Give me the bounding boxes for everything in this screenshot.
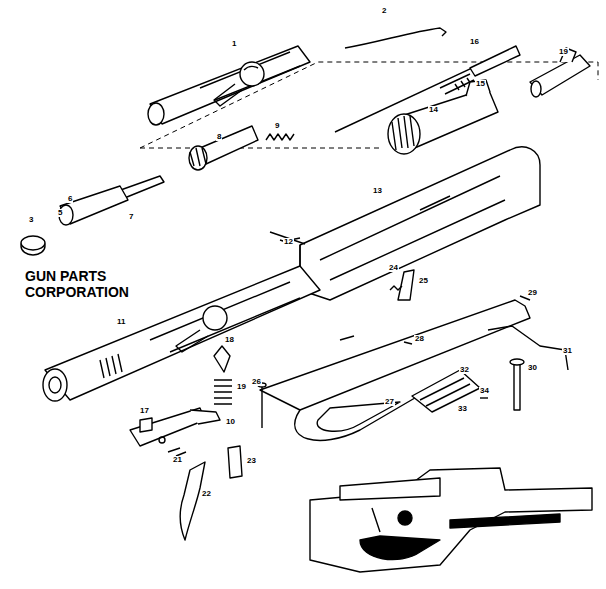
callout-number: 33	[457, 405, 468, 413]
callout-number: 26	[251, 378, 262, 386]
callout-number: 5	[57, 209, 63, 217]
callout-number: 19	[236, 383, 247, 391]
callout-number: 12	[283, 238, 294, 246]
callout-number: 29	[527, 289, 538, 297]
callout-number: 31	[562, 347, 573, 355]
callout-number: 9	[274, 122, 280, 130]
callout-number: 15	[475, 80, 486, 88]
callout-number: 34	[479, 387, 490, 395]
callout-number: 25	[418, 277, 429, 285]
callout-number: 11	[116, 318, 126, 326]
callout-number: 30	[527, 364, 538, 372]
callout-number: 17	[139, 407, 150, 415]
callout-number: 7	[128, 213, 134, 221]
callout-number: 24	[388, 264, 399, 272]
callout-number: 19	[558, 48, 569, 56]
callout-number: 13	[372, 187, 383, 195]
callout-number: 18	[224, 336, 235, 344]
callout-number: 27	[384, 398, 395, 406]
callout-number: 10	[225, 418, 236, 426]
callout-number: 32	[459, 366, 470, 374]
callout-number: 21	[172, 456, 183, 464]
callout-number: 2	[381, 7, 387, 15]
brand-text: GUN PARTS CORPORATION	[25, 268, 150, 300]
callout-number: 22	[201, 490, 212, 498]
callout-number: 14	[428, 106, 439, 114]
callout-number: 16	[469, 38, 480, 46]
callout-number: 6	[67, 195, 73, 203]
callout-number: 23	[246, 457, 257, 465]
callout-number: 1	[231, 40, 237, 48]
callout-number: 3	[28, 216, 34, 224]
callout-number: 28	[414, 335, 425, 343]
callout-number: 8	[216, 133, 222, 141]
